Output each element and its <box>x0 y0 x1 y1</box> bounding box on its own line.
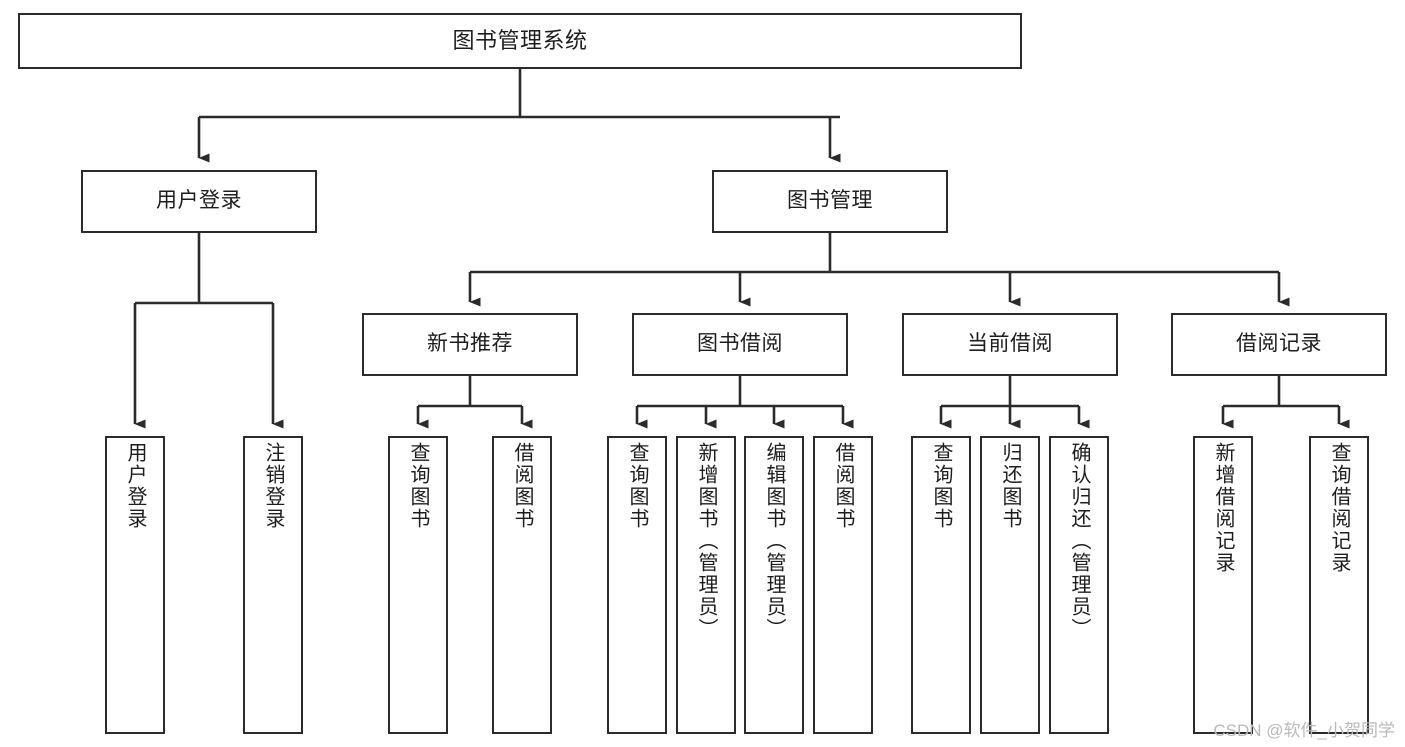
node-label: 当前借阅 <box>967 332 1053 356</box>
leaf-borrow-record-query-record[interactable]: 查询借阅记录 <box>1309 436 1369 734</box>
node-label: 图书借阅 <box>697 332 783 356</box>
edges-root <box>197 69 841 163</box>
leaf-user-login-login[interactable]: 用户登录 <box>105 436 165 734</box>
node-label: 图书管理 <box>787 189 873 213</box>
node-label: 借阅图书 <box>832 442 854 530</box>
edges-book-borrow <box>635 376 854 429</box>
node-label: 新增图书（管理员） <box>695 442 717 640</box>
node-user-login[interactable]: 用户登录 <box>81 170 317 233</box>
node-label: 确认归还（管理员） <box>1068 442 1090 640</box>
node-label: 新增借阅记录 <box>1212 442 1234 574</box>
leaf-current-borrow-confirm-return-admin[interactable]: 确认归还（管理员） <box>1049 436 1109 734</box>
node-current-borrow[interactable]: 当前借阅 <box>902 313 1118 376</box>
node-book-management[interactable]: 图书管理 <box>712 170 948 233</box>
node-label: 借阅图书 <box>511 442 533 530</box>
node-label: 注销登录 <box>262 442 284 530</box>
node-borrow-record[interactable]: 借阅记录 <box>1171 313 1387 376</box>
leaf-current-borrow-return-book[interactable]: 归还图书 <box>980 436 1040 734</box>
node-label: 查询借阅记录 <box>1328 442 1350 574</box>
node-label: 编辑图书（管理员） <box>763 442 785 640</box>
leaf-user-login-logout[interactable]: 注销登录 <box>243 436 303 734</box>
node-root-book-management-system[interactable]: 图书管理系统 <box>18 13 1022 69</box>
node-new-book-recommend[interactable]: 新书推荐 <box>362 313 578 376</box>
leaf-new-book-query-book[interactable]: 查询图书 <box>388 436 448 734</box>
edges-book-manage <box>468 233 1290 307</box>
edges-borrow-record <box>1221 376 1350 429</box>
node-label: 查询图书 <box>930 442 952 530</box>
leaf-book-borrow-edit-book-admin[interactable]: 编辑图书（管理员） <box>744 436 804 734</box>
node-label: 查询图书 <box>407 442 429 530</box>
edges-user-login <box>133 233 284 429</box>
node-label: 查询图书 <box>626 442 648 530</box>
node-label: 归还图书 <box>999 442 1021 530</box>
edges-new-book-recommend <box>416 376 533 429</box>
leaf-book-borrow-add-book-admin[interactable]: 新增图书（管理员） <box>676 436 736 734</box>
leaf-new-book-borrow-book[interactable]: 借阅图书 <box>492 436 552 734</box>
leaf-borrow-record-add-record[interactable]: 新增借阅记录 <box>1193 436 1253 734</box>
node-label: 用户登录 <box>124 442 146 530</box>
node-label: 图书管理系统 <box>452 28 588 54</box>
leaf-book-borrow-borrow-book[interactable]: 借阅图书 <box>813 436 873 734</box>
node-label: 用户登录 <box>156 189 242 213</box>
node-book-borrow[interactable]: 图书借阅 <box>632 313 848 376</box>
node-label: 新书推荐 <box>427 332 513 356</box>
node-label: 借阅记录 <box>1236 332 1322 356</box>
leaf-book-borrow-query-book[interactable]: 查询图书 <box>607 436 667 734</box>
edges-current-borrow <box>939 376 1090 429</box>
leaf-current-borrow-query-book[interactable]: 查询图书 <box>911 436 971 734</box>
